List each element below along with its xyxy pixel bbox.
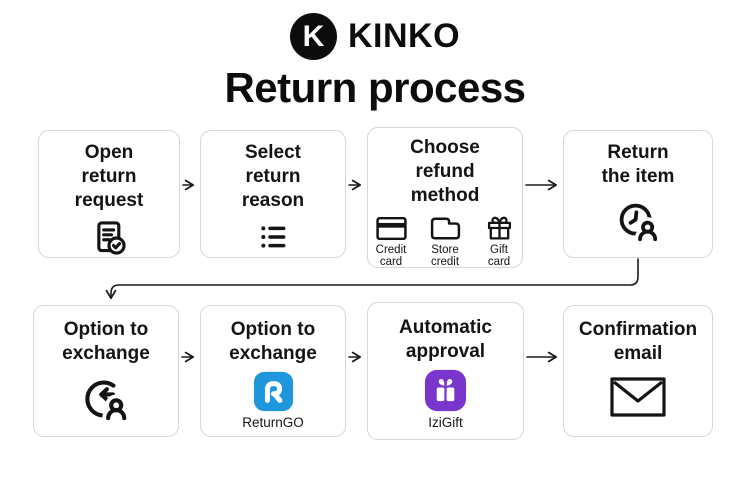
- refund-method-gift-card: Gift card: [477, 213, 522, 269]
- step-label: Confirmation email: [578, 319, 698, 364]
- step-label: Automatic approval: [399, 317, 492, 362]
- step-label: Option to exchange: [229, 319, 317, 364]
- step-label: Choose refund method: [410, 137, 480, 206]
- bulleted-list-icon: [261, 226, 286, 248]
- brand-name: KINKO: [347, 17, 461, 55]
- step-open-return-request: Open return request: [38, 130, 180, 258]
- file-check-icon: [97, 221, 126, 255]
- step-option-to-exchange: Option to exchange: [33, 305, 179, 437]
- step-label: Select return reason: [241, 142, 305, 211]
- refund-methods: Credit card Store credit: [369, 213, 522, 269]
- step-option-to-exchange-returngo: Option to exchange ReturnGO: [200, 305, 346, 437]
- step-automatic-approval-izigift: Automatic approval IziGift: [367, 302, 524, 440]
- envelope-icon: [610, 377, 666, 417]
- method-label: Gift card: [487, 243, 511, 269]
- step-choose-refund-method: Choose refund method Credit card: [367, 127, 523, 268]
- step-return-the-item: Return the item: [563, 130, 713, 258]
- step-select-return-reason: Select return reason: [200, 130, 346, 258]
- method-label: Store credit: [430, 243, 460, 269]
- step-label: Option to exchange: [62, 319, 150, 364]
- brand: K KINKO: [0, 13, 750, 60]
- header: K KINKO Return process: [0, 13, 750, 112]
- credit-card-icon: [375, 216, 407, 240]
- method-label: Credit card: [375, 243, 407, 269]
- returngo-logo: [253, 371, 293, 411]
- step-confirmation-email: Confirmation email: [563, 305, 713, 437]
- izigift-logo: [424, 369, 467, 411]
- user-clock-icon: [619, 203, 661, 245]
- step-label: Open return request: [74, 142, 144, 211]
- gift-icon: [487, 216, 511, 240]
- refund-method-credit-card: Credit card: [369, 215, 414, 269]
- kinko-logo-icon: K: [289, 13, 337, 60]
- step-label: Return the item: [601, 142, 675, 187]
- izigift-label: IziGift: [428, 414, 463, 430]
- returngo-label: ReturnGO: [242, 414, 304, 430]
- refund-method-store-credit: Store credit: [423, 215, 468, 269]
- page-title: Return process: [224, 64, 526, 111]
- store-credit-icon: [430, 217, 460, 240]
- user-return-icon: [85, 380, 131, 424]
